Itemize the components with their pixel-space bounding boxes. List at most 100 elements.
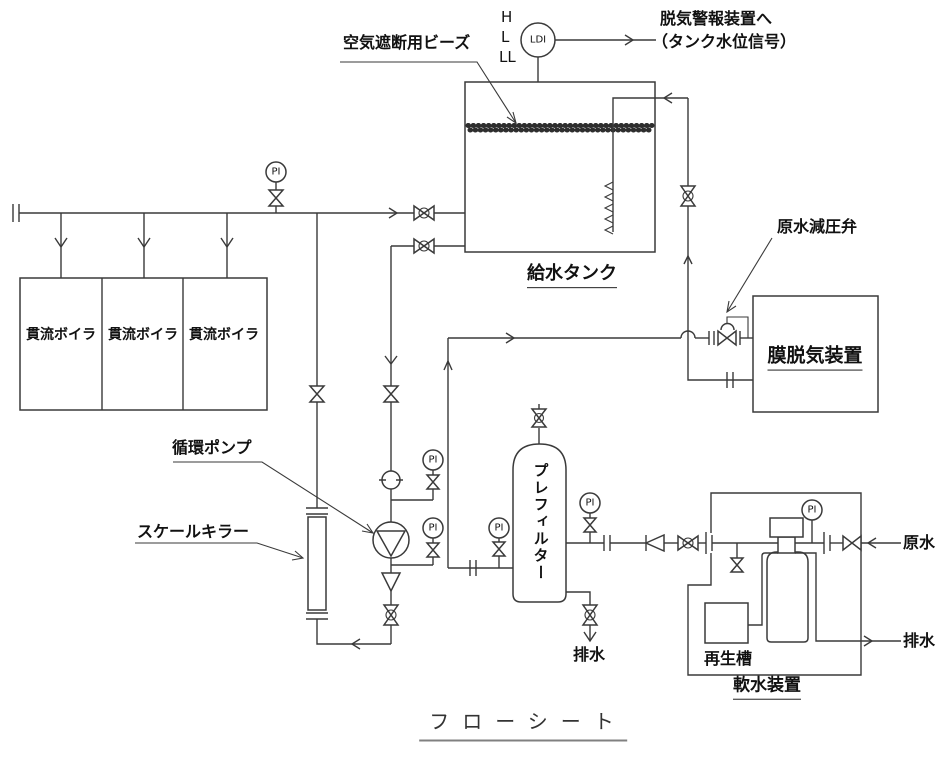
resin-tank — [766, 551, 809, 643]
circulation-pump-line — [372, 246, 410, 644]
degas-alarm-label: 脱気警報装置へ — [660, 9, 773, 28]
pi-gauge-circle — [422, 449, 444, 471]
pi-tag: PI — [494, 522, 504, 534]
softener-drain-pipe — [795, 552, 901, 642]
tap-pipe — [391, 557, 434, 566]
level-mark-l: L — [501, 28, 510, 46]
globe-valve — [677, 534, 699, 552]
softener-boundary-box — [687, 492, 862, 676]
pipe-crossover-hop — [680, 330, 696, 339]
up-arrow — [443, 359, 453, 371]
union-coupling — [469, 560, 477, 576]
leader-arrowhead — [291, 550, 305, 561]
leader-line — [173, 461, 374, 534]
prv-annotation-leader — [726, 237, 773, 314]
level-mark-h: H — [501, 8, 513, 26]
vent-globe-valve — [530, 408, 548, 428]
boiler-label: 貫流ボイラ — [189, 326, 259, 343]
flow-arrow-left — [350, 638, 361, 650]
pi-tag: PI — [428, 522, 438, 534]
level-mark-ll: LL — [499, 48, 516, 66]
membrane-deaerator-box — [752, 295, 879, 413]
leader-line — [340, 61, 517, 124]
down-arrow — [54, 237, 68, 249]
globe-valve — [382, 604, 400, 626]
gate-valve — [425, 542, 441, 558]
globe-valve-disc — [418, 240, 430, 252]
flow-arrow-left — [662, 92, 673, 104]
tap-pipe — [391, 489, 434, 501]
union-coupling — [705, 532, 713, 554]
prefilter-drain-label: 排水 — [573, 645, 606, 664]
boiler-drop-lines — [54, 213, 234, 278]
down-arrow — [137, 237, 151, 249]
flow-arrow-left — [866, 537, 877, 549]
drain-globe-valve — [581, 604, 599, 626]
inlet-gate-valve — [842, 534, 862, 552]
check-valve — [644, 533, 665, 553]
globe-valve-disc — [682, 537, 694, 549]
flow-arrow-right — [388, 207, 399, 219]
globe-valve-disc — [584, 609, 596, 621]
bottom-run — [316, 619, 391, 645]
once-through-boilers — [19, 277, 268, 411]
check-valve-cone — [380, 572, 402, 593]
gate-valve — [267, 189, 285, 207]
globe-valve-disc — [533, 412, 545, 424]
raw-water-label: 原水 — [903, 533, 936, 552]
beads-label: 空気遮断用ビーズ — [343, 33, 471, 52]
leader-line — [726, 237, 773, 313]
globe-valve — [679, 185, 697, 207]
tank-outline — [464, 81, 656, 253]
pi-gauge-circle — [579, 492, 601, 514]
gate-valve — [491, 541, 507, 557]
prefilter-label: プレフィルター — [531, 462, 550, 582]
tank-level-signal-label: （タンク水位信号） — [652, 32, 797, 51]
pi-gauge-circle — [422, 517, 444, 539]
pi-gauge-circle — [801, 499, 823, 521]
prv-label: 原水減圧弁 — [777, 217, 858, 236]
softener-unit — [687, 492, 901, 676]
gate-valve — [425, 474, 441, 490]
scale-killer-body — [307, 516, 327, 611]
circulation-pump-label: 循環ポンプ — [172, 438, 252, 457]
pi-tag: PI — [428, 454, 438, 466]
scale-killer-line — [306, 213, 391, 650]
union-coupling — [306, 612, 328, 620]
pi-tag: PI — [271, 166, 281, 178]
union-coupling — [306, 507, 328, 515]
brine-line — [748, 552, 778, 626]
gate-valve — [382, 385, 400, 403]
softener-drain-label: 排水 — [903, 631, 936, 650]
down-arrow — [583, 631, 597, 643]
scale-killer-label: スケールキラー — [137, 522, 250, 541]
leader-arrowhead — [506, 111, 517, 125]
beads-annotation-leader — [340, 61, 517, 125]
feed-water-tank — [464, 81, 688, 253]
down-arrow — [220, 237, 234, 249]
membrane-deaerator-label: 膜脱気装置 — [767, 345, 863, 371]
scale-killer-annotation-leader — [135, 542, 305, 561]
flow-arrow-right — [863, 635, 874, 647]
leader-arrowhead — [361, 523, 375, 534]
diagram-title: フローシート — [419, 710, 627, 742]
gate-valve — [308, 385, 326, 403]
drain-pipe — [566, 591, 591, 605]
feed-tank-label: 給水タンク — [527, 263, 617, 288]
feed-header-pipe — [12, 204, 465, 222]
globe-valve — [413, 237, 435, 255]
union-coupling — [726, 372, 734, 388]
pi-tag: PI — [807, 504, 817, 516]
union-coupling — [603, 535, 611, 551]
down-arrow — [384, 355, 398, 366]
pi-tag: PI — [585, 497, 595, 509]
boiler-label: 貫流ボイラ — [26, 326, 96, 343]
prv-pilot-line — [726, 316, 749, 338]
gate-valve — [729, 557, 745, 573]
pi-gauge-circle — [488, 517, 510, 539]
deaerator-return-riser — [679, 98, 753, 388]
prv-valve-body — [717, 329, 737, 347]
prv-supply-line — [443, 316, 753, 568]
